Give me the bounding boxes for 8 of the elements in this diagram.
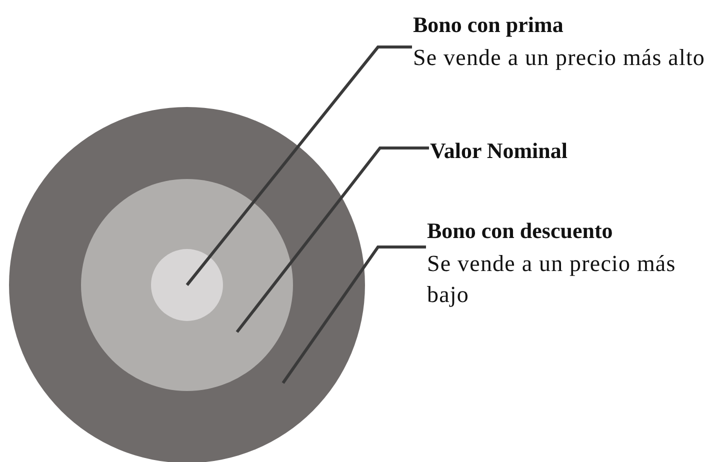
heading-label: Valor Nominal bbox=[430, 138, 568, 164]
heading-label: Bono con descuento bbox=[427, 218, 613, 244]
leader-line bbox=[236, 146, 429, 333]
leader-line bbox=[282, 246, 426, 384]
heading-label: Bono con prima bbox=[413, 12, 564, 38]
leader-line bbox=[186, 46, 412, 286]
description-text: Se vende a un precio más bajo bbox=[427, 250, 677, 309]
description-text: Se vende a un precio más alto bbox=[413, 44, 706, 72]
